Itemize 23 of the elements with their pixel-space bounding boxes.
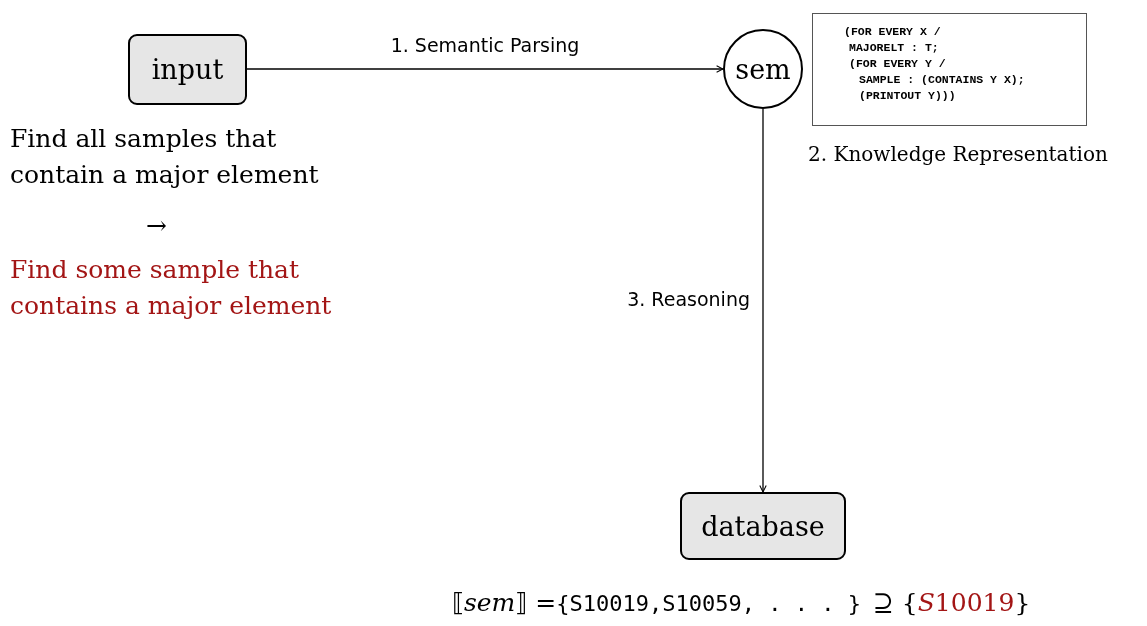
node-label: 2. Knowledge Representation (808, 142, 1108, 166)
edge-label: 3. Reasoning (625, 288, 752, 310)
formula-text: 10019 (934, 588, 1015, 617)
database-box (680, 492, 846, 560)
code-line: SAMPLE : (CONTAINS Y X); (859, 72, 1025, 88)
result-set: {S10019,S10059, . . . } (556, 591, 861, 616)
formula-text: ⟦sem⟧ = (452, 588, 557, 617)
code-line: MAJORELT : T; (849, 40, 939, 56)
input-box (128, 34, 247, 105)
formula-text: S (917, 588, 935, 617)
description-text: Find some sample that contains a major element (10, 254, 333, 322)
code-line: (FOR EVERY X / (844, 24, 941, 40)
node-label: database (701, 510, 825, 542)
arrow (246, 65, 724, 73)
node-label: sem (735, 53, 791, 85)
arrow (759, 108, 767, 493)
formula-text: ⊇ { (872, 588, 918, 617)
code-line: (PRINTOUT Y))) (859, 88, 956, 104)
code-line: (FOR EVERY Y / (849, 56, 946, 72)
formula-text: } (1014, 588, 1031, 617)
arrow-symbol: → (146, 210, 167, 242)
node-label: input (151, 54, 224, 85)
description-text: Find all samples that contain a major element (10, 123, 320, 191)
